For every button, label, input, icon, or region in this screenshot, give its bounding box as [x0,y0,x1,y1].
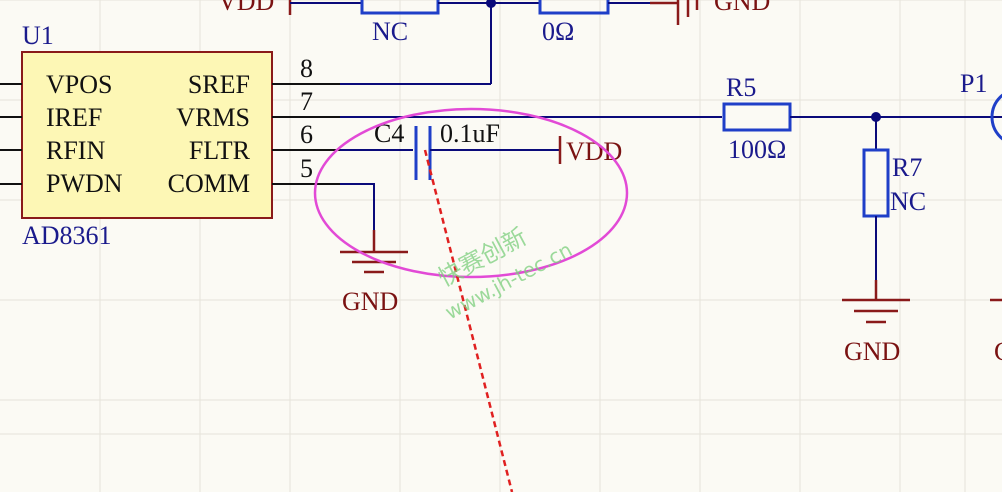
ic-pin-number-7: 7 [300,87,313,116]
ic-pin-right-3: COMM [168,169,250,198]
ic-u1: U1 VPOS IREF RFIN PWDN SREF VRMS FLTR CO… [0,21,340,250]
highlight-ellipse [313,107,629,279]
top-gnd-symbol [650,0,699,25]
top-zero-ohm-label: 0Ω [542,17,574,46]
top-nc-resistor[interactable] [360,0,440,15]
ic-part-number: AD8361 [22,221,112,250]
gnd-left-label: GND [342,287,398,316]
ic-pin-number-8: 8 [300,54,313,83]
top-nc-label: NC [372,17,408,46]
r7-value: NC [890,187,926,216]
ic-pin-left-3: PWDN [46,169,123,198]
ic-pin-left-2: RFIN [46,136,105,165]
c4-designator: C4 [374,119,404,148]
gnd-right-symbol [842,280,910,324]
ic-pin-number-5: 5 [300,154,313,183]
r5-value: 100Ω [728,135,786,164]
r5-body [722,102,792,132]
top-gnd-label: GND [714,0,770,16]
ic-pin-right-0: SREF [188,70,250,99]
ic-pin-left-1: IREF [46,103,102,132]
ic-designator: U1 [22,21,54,50]
r5-designator: R5 [726,73,756,102]
ic-pin-right-2: FLTR [189,136,251,165]
gnd-left-symbol [340,230,408,274]
r7-designator: R7 [892,153,922,182]
ic-pin-right-1: VRMS [176,103,250,132]
c4-value: 0.1uF [440,119,500,148]
ic-pin-number-6: 6 [300,120,313,149]
ic-body[interactable] [21,51,273,219]
annotation-dashed-line [423,149,514,492]
wire-comm [340,183,375,250]
resistor-r7[interactable]: R7 NC [862,117,926,300]
gnd-right-label: GND [844,337,900,366]
gnd-edge-partial-label: G [994,337,1002,366]
r7-body [862,148,890,218]
ic-left-pin-stubs [0,83,22,185]
p1-connector[interactable] [990,89,1002,145]
ic-pin-left-0: VPOS [46,70,112,99]
ic-right-pin-stubs [272,83,340,185]
top-vdd-label: VDD [218,0,274,16]
resistor-r5[interactable]: R5 100Ω [722,73,792,164]
ic-wires [340,83,722,250]
top-zero-ohm-resistor[interactable] [538,0,610,15]
top-partial-circuit: VDD NC 0Ω GND [218,0,770,84]
p1-designator: P1 [960,69,987,98]
